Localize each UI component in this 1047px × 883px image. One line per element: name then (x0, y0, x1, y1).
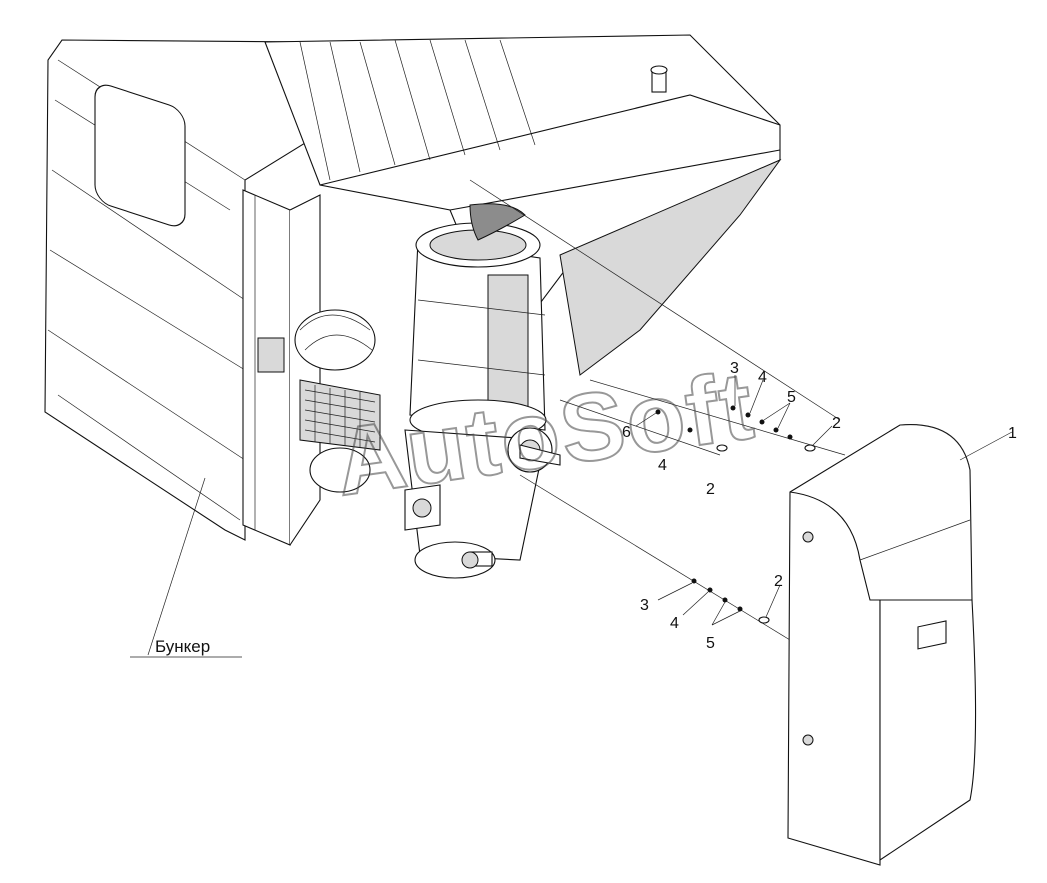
gearbox (404, 427, 561, 579)
callout-4-middle: 4 (658, 457, 667, 474)
frame-post (242, 189, 321, 546)
screen-grid (299, 379, 381, 451)
callout-3-lower: 3 (640, 597, 649, 614)
cover-part-1 (787, 423, 977, 866)
callout-1: 1 (1008, 425, 1017, 442)
callout-4-lower: 4 (670, 615, 679, 632)
callout-5-lower: 5 (706, 635, 715, 652)
assembly-lines (469, 179, 846, 641)
callout-leaders (635, 375, 1013, 626)
callout-4-upper: 4 (758, 369, 767, 386)
callout-3-upper: 3 (730, 360, 739, 377)
callout-5-upper: 5 (787, 389, 796, 406)
auger-left (294, 309, 376, 493)
auger-cylinder (409, 203, 547, 441)
callout-2-upper: 2 (832, 415, 841, 432)
callout-6: 6 (622, 424, 631, 441)
callout-2-lower: 2 (774, 573, 783, 590)
bunker-label: Бункер (155, 637, 210, 656)
watermark: AutoSoft (329, 352, 761, 517)
bunker-label-group: Бункер (130, 477, 242, 658)
callout-numbers: 1 2 2 2 3 3 4 4 4 5 5 6 (622, 360, 1017, 652)
callout-2-watermark: 2 (706, 481, 715, 498)
hopper-housing (264, 34, 782, 376)
fasteners (655, 405, 816, 624)
